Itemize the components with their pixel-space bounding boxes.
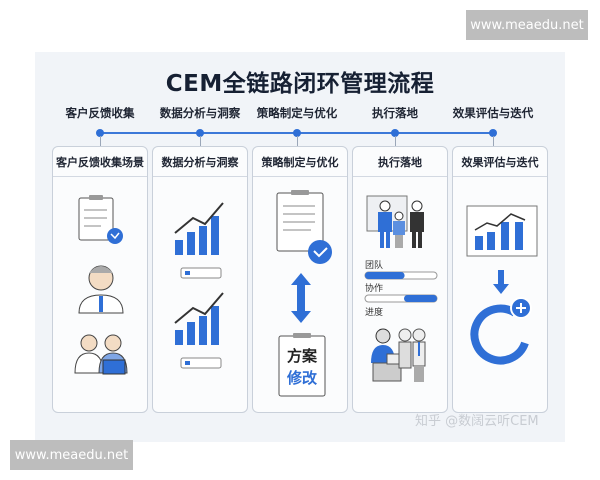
timeline-dot (96, 129, 104, 137)
column-evaluation: 效果评估与迭代 (452, 146, 548, 413)
column-execution: 执行落地 团队 协作 进度 (352, 146, 448, 413)
column-analysis: 数据分析与洞察 (152, 146, 248, 413)
clipboard-chat-icon (78, 195, 123, 244)
timeline-dot (196, 129, 204, 137)
progress-fill-collab (404, 295, 437, 302)
timeline-stem (100, 136, 101, 146)
timeline-stem (200, 136, 201, 146)
zhihu-watermark: 知乎 @数阔云听CEM (415, 414, 539, 429)
progress-label: 进度 (365, 306, 383, 318)
team-presentation-icon (366, 195, 424, 248)
plan-text-revise: 修改 (286, 369, 318, 387)
bar-chart-icon (174, 292, 224, 369)
timeline-stem (493, 136, 494, 146)
column-header: 策略制定与优化 (253, 147, 347, 177)
cycle-plus-icon (470, 297, 532, 365)
timeline-stem (297, 136, 298, 146)
down-arrow-icon (493, 270, 509, 294)
plan-text: 方案 (287, 347, 318, 365)
column-header: 执行落地 (353, 147, 447, 177)
timeline-dot (489, 129, 497, 137)
page-title: CEM全链路闭环管理流程 (165, 71, 435, 97)
team-at-laptop-icon (371, 328, 426, 382)
progress-label: 协作 (365, 282, 383, 294)
progress-label: 团队 (365, 259, 383, 271)
timeline-stem (395, 136, 396, 146)
plan-board-icon: 方案 修改 (278, 333, 326, 397)
timeline-dot (391, 129, 399, 137)
progress-fill-team (365, 272, 405, 279)
column-strategy: 策略制定与优化 方案 修改 (252, 146, 348, 413)
column-header: 效果评估与迭代 (453, 147, 547, 177)
trend-chart-icon (466, 205, 538, 257)
column-header: 客户反馈收集场景 (53, 147, 147, 177)
customer-avatar-icon (78, 265, 124, 314)
timeline-dot (293, 129, 301, 137)
watermark-bottom: www.meaedu.net (10, 440, 133, 470)
timeline-label: 效果评估与迭代 (452, 106, 534, 120)
support-team-icon (74, 334, 128, 375)
timeline-label: 数据分析与洞察 (159, 106, 241, 120)
timeline-label: 客户反馈收集 (65, 106, 135, 120)
vertical-arrows-icon (291, 273, 311, 323)
timeline-label: 策略制定与优化 (256, 106, 338, 120)
column-header: 数据分析与洞察 (153, 147, 247, 177)
column-feedback: 客户反馈收集场景 (52, 146, 148, 413)
watermark-top: www.meaedu.net (466, 10, 588, 40)
infographic: CEM全链路闭环管理流程 客户反馈收集 数据分析与洞察 策略制定与优化 执行落地… (35, 52, 565, 442)
bar-chart-icon (174, 202, 224, 279)
timeline-label: 执行落地 (372, 106, 418, 120)
clipboard-check-icon (276, 190, 332, 264)
